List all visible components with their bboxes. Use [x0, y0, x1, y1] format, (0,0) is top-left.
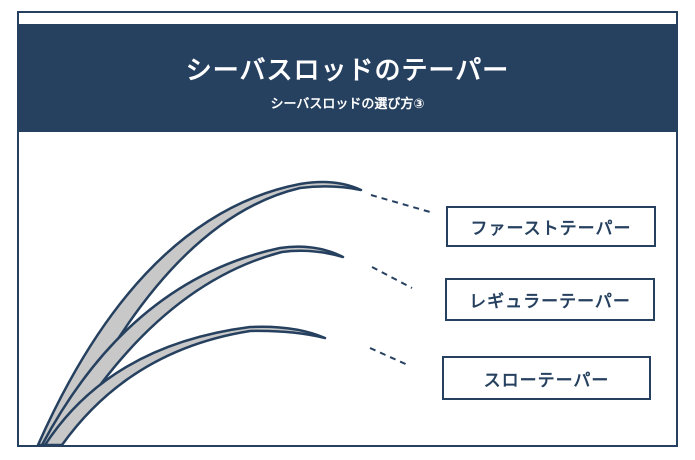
- label-fast-taper: ファーストテーパー: [446, 206, 656, 247]
- page-title: シーバスロッドのテーパー: [185, 56, 510, 86]
- header-banner: シーバスロッドのテーパー シーバスロッドの選び方③: [19, 24, 676, 132]
- leader-fast: [370, 194, 431, 213]
- label-slow-taper: スローテーパー: [442, 356, 651, 400]
- leader-regular: [371, 266, 413, 289]
- leader-slow: [369, 347, 411, 367]
- label-regular-taper: レギュラーテーパー: [445, 278, 655, 321]
- rod-slow: [43, 325, 327, 447]
- page-subtitle: シーバスロッドの選び方③: [270, 97, 425, 112]
